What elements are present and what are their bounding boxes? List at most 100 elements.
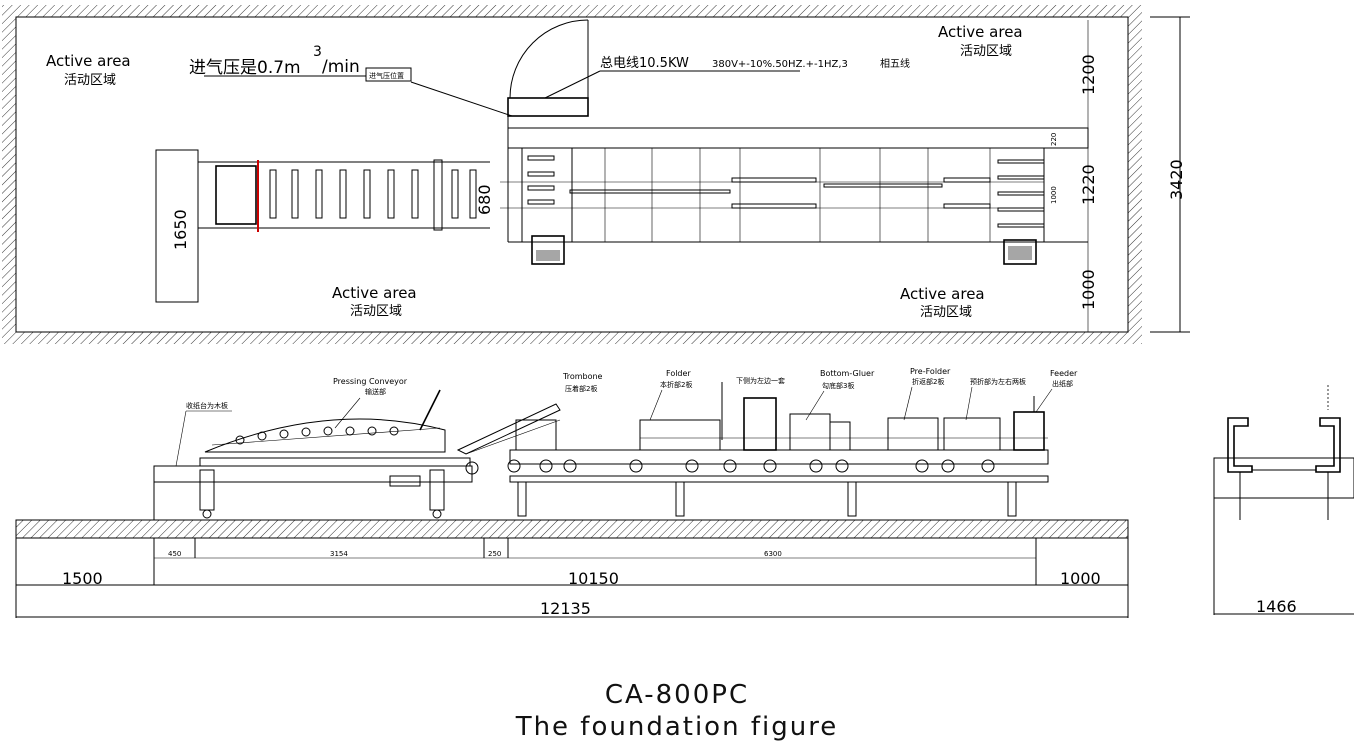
press-roller-unit <box>215 165 257 225</box>
control-cabinet <box>1003 239 1037 265</box>
control-slot <box>527 171 555 177</box>
active-area-label: Active area <box>46 52 131 70</box>
door-swing-arc <box>509 19 589 99</box>
dimension-250: 250 <box>488 550 501 558</box>
support-wheels <box>507 459 995 473</box>
dimension-10150: 10150 <box>568 569 619 588</box>
control-slot <box>527 155 555 161</box>
leader-line <box>805 390 825 421</box>
belt <box>997 223 1045 228</box>
control-slot <box>527 185 555 191</box>
press-belt <box>204 418 446 453</box>
belt <box>943 177 991 183</box>
receiving-table-top <box>153 465 473 483</box>
bottom-gluer-label: Bottom-Gluer <box>820 369 875 378</box>
wall-right <box>1128 17 1142 332</box>
belt <box>823 183 943 188</box>
feeder-label-cn: 出纸部 <box>1052 379 1073 388</box>
dimension-1650: 1650 <box>171 209 190 250</box>
dimension-3154: 3154 <box>330 550 348 558</box>
end-view-left-frame <box>1227 417 1253 473</box>
air-pressure-note: 进气压是0.7m <box>189 58 301 78</box>
air-pressure-sup: 3 <box>313 44 322 60</box>
trombone-line <box>465 419 561 455</box>
power-line-note-cn: 相五线 <box>880 57 910 70</box>
press-belt-line <box>211 427 441 446</box>
table-leg <box>199 469 215 511</box>
end-view: 1466 <box>1213 385 1354 616</box>
leader-line <box>1035 388 1053 413</box>
pre-folder-label: Pre-Folder <box>910 367 951 376</box>
trombone-label: Trombone <box>562 372 603 381</box>
active-area-label-cn: 活动区域 <box>960 44 1012 59</box>
active-area-label-cn: 活动区域 <box>920 305 972 320</box>
castor-wheel <box>432 509 442 519</box>
conveyor-frame <box>199 457 471 467</box>
belt <box>997 191 1045 196</box>
cabinet-vent <box>1008 246 1032 260</box>
wall-top <box>2 5 1142 17</box>
pressing-conveyor-label: Pressing Conveyor <box>333 377 408 386</box>
belt <box>731 177 817 183</box>
belt <box>997 175 1045 180</box>
figure-subtitle: The foundation figure <box>515 712 839 742</box>
machine-top-strip <box>507 127 1089 149</box>
dimension-450: 450 <box>168 550 181 558</box>
folder-label-cn: 本折部2板 <box>660 380 692 389</box>
receiving-table <box>155 149 199 303</box>
main-frame-base <box>509 475 1049 483</box>
air-inlet-label: 进气压位置 <box>369 71 404 80</box>
end-view-right-frame <box>1315 417 1341 473</box>
dimension-220: 220 <box>1050 133 1058 146</box>
wall-bottom <box>2 332 1142 344</box>
floor-hatch <box>16 520 1128 538</box>
power-line-note: 总电线10.5KW <box>600 56 689 71</box>
dimension-1000-small: 1000 <box>1050 186 1058 204</box>
active-area-label-cn: 活动区域 <box>350 304 402 319</box>
belt <box>997 159 1045 164</box>
pre-folder-label-cn: 折返部2板 <box>912 377 944 386</box>
leader-line <box>334 397 361 429</box>
foundation-legs <box>517 481 1017 517</box>
model-title: CA-800PC <box>604 680 750 710</box>
dimension-6300: 6300 <box>764 550 782 558</box>
dimension-3420: 3420 <box>1167 159 1186 200</box>
active-area-label: Active area <box>332 284 417 302</box>
door-frame <box>507 97 589 117</box>
room-outline <box>15 16 1129 333</box>
dimension-1000: 1000 <box>1060 569 1101 588</box>
main-frame-rail <box>509 449 1049 465</box>
dimension-12135: 12135 <box>540 599 591 618</box>
side-elevation: Pressing Conveyor 输送部 收纸台为木板 Trombone 压着… <box>15 367 1129 618</box>
active-area-label: Active area <box>900 285 985 303</box>
control-slot <box>527 199 555 205</box>
plan-view: Active area 活动区域 Active area 活动区域 Active… <box>2 5 1190 344</box>
tension-arm <box>419 389 441 431</box>
conveyor-slats <box>269 159 477 231</box>
dimension-1466: 1466 <box>1256 597 1297 616</box>
belt <box>943 203 991 209</box>
press-rollers <box>235 426 399 445</box>
wall-left <box>2 17 16 332</box>
power-line-spec: 380V+-10%.50HZ.+-1HZ,3 <box>712 59 848 70</box>
machine-units <box>515 382 1048 451</box>
lower-fold-note: 下侧为左边一套 <box>736 376 785 385</box>
belt <box>997 207 1045 212</box>
active-area-label: Active area <box>938 23 1023 41</box>
trombone-label-cn: 压着部2板 <box>565 384 597 393</box>
leader-line <box>544 70 601 99</box>
feeder-label: Feeder <box>1050 369 1078 378</box>
table-leg <box>429 469 445 511</box>
cabinet-vent <box>536 250 560 261</box>
floor-outline <box>15 519 1129 539</box>
leader-line <box>903 386 913 421</box>
dimension-1500: 1500 <box>62 569 103 588</box>
air-pressure-unit: /min <box>322 57 360 77</box>
castor-wheel <box>202 509 212 519</box>
belt <box>569 189 731 194</box>
belt <box>731 203 817 209</box>
dimension-1000: 1000 <box>1079 269 1098 310</box>
control-cabinet <box>531 235 565 265</box>
control-box <box>389 475 421 487</box>
